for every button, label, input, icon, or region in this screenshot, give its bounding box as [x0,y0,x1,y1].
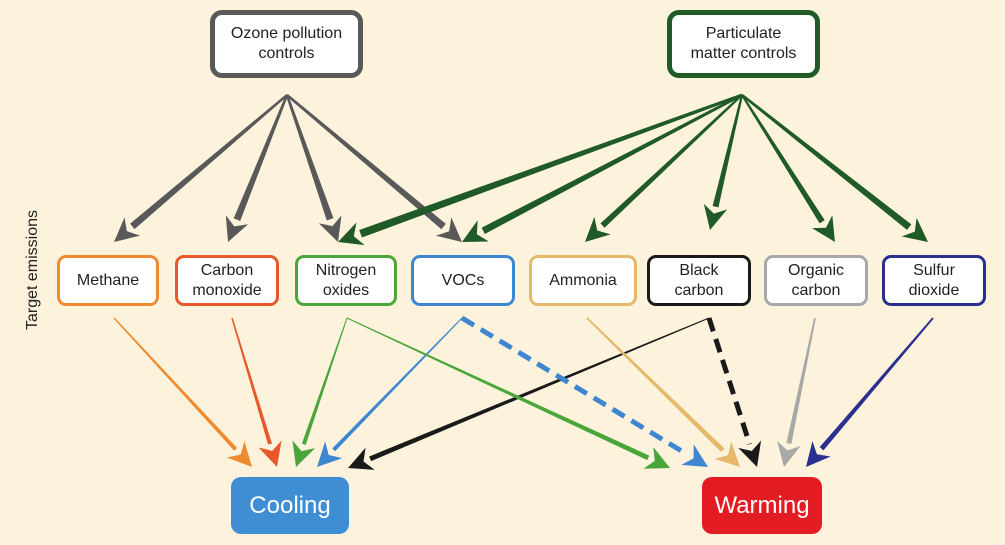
emission-methane-box: Methane [57,255,159,306]
pm-controls-line1: Particulate [705,25,782,42]
emission-black-carbon-box: Black carbon [647,255,751,306]
organic-carbon-line2: carbon [791,281,841,299]
emission-ammonia-box: Ammonia [529,255,637,306]
carbon-monoxide-line2: monoxide [192,281,262,299]
sulfur-dioxide-line1: Sulfur [913,261,955,279]
black-carbon-line1: Black [679,261,719,279]
nitrogen-oxides-line1: Nitrogen [315,261,377,279]
ozone-pollution-controls-box: Ozone pollution controls [210,10,363,78]
arrow-pm-to-nox [338,93,743,246]
ozone-controls-line1: Ozone pollution [230,25,343,42]
arrow-pm-to-so2 [741,94,928,242]
emission-carbon-monoxide-box: Carbon monoxide [175,255,279,306]
arrow-methane-to-cooling [113,317,252,467]
black-carbon-line2: carbon [674,281,724,299]
nitrogen-oxides-line2: oxides [322,281,370,299]
arrow-pm-to-bc [703,94,744,230]
arrow-vocs-to-warming [460,315,708,467]
arrow-ozone-to-co [225,94,289,242]
sulfur-dioxide-line2: dioxide [908,281,960,299]
pm-controls-line2: matter controls [690,45,797,62]
organic-carbon-line1: Organic [787,261,845,279]
arrow-bc-to-warming [706,317,762,467]
arrow-bc-to-cooling [348,317,710,470]
arrow-ammonia-to-warming [586,317,740,467]
cooling-label: Cooling [249,491,331,519]
arrow-nox-to-warming [346,317,670,469]
arrow-vocs-to-cooling [317,317,463,467]
ozone-controls-line2: controls [258,45,315,62]
arrow-nox-to-cooling [292,317,348,467]
methane-label: Methane [76,271,140,289]
emission-vocs-box: VOCs [411,255,515,306]
target-emissions-label: Target emissions [24,209,41,331]
arrow-ozone-to-methane [114,94,288,242]
arrow-oc-to-warming [777,317,816,467]
arrow-pm-to-vocs [462,93,743,242]
arrow-co-to-cooling [231,317,282,467]
particulate-matter-controls-box: Particulate matter controls [667,10,820,78]
arrow-pm-to-oc [741,94,835,242]
emission-nitrogen-oxides-box: Nitrogen oxides [295,255,397,306]
arrow-pm-to-ammonia [585,94,743,242]
arrow-ozone-to-nox [285,94,342,242]
cooling-outcome-box: Cooling [231,477,349,534]
emission-organic-carbon-box: Organic carbon [764,255,868,306]
emission-sulfur-dioxide-box: Sulfur dioxide [882,255,986,306]
arrow-so2-to-warming [806,317,934,467]
warming-outcome-box: Warming [702,477,822,534]
warming-label: Warming [714,491,810,519]
vocs-label: VOCs [441,271,485,289]
ammonia-label: Ammonia [549,271,617,289]
arrow-ozone-to-vocs [286,94,462,242]
carbon-monoxide-line1: Carbon [200,261,254,279]
